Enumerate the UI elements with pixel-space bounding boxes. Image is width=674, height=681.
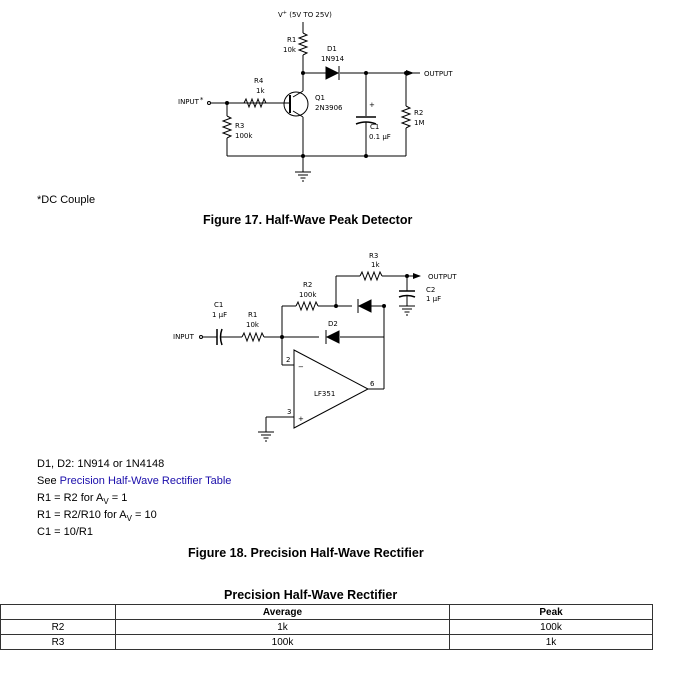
cell-peak: 1k <box>449 634 653 650</box>
pin-2: 2 <box>286 356 290 364</box>
r1-name: R1 <box>287 36 296 44</box>
table-header-row: Average Peak <box>0 604 653 620</box>
r4-name: R4 <box>254 77 264 85</box>
r2-resistor-18 <box>295 300 319 312</box>
header-empty <box>0 604 116 620</box>
input-label-18: INPUT <box>173 333 195 341</box>
r1-value-18: 10k <box>246 321 260 329</box>
diodes-note: D1, D2: 1N914 or 1N4148 <box>37 458 165 470</box>
q1-transistor <box>283 91 309 117</box>
vplus-label: V+ (5V TO 25V) <box>278 10 332 19</box>
input-label: INPUT* <box>178 96 204 106</box>
r3-name: R3 <box>235 122 244 130</box>
c1-note: C1 = 10/R1 <box>37 526 93 538</box>
opamp-minus: − <box>298 363 304 371</box>
pin-3: 3 <box>287 408 291 416</box>
r1-name-18: R1 <box>248 311 257 319</box>
d1-name: D1 <box>327 45 337 53</box>
gain-10-note: R1 = R2/R10 for AV = 10 <box>37 509 157 524</box>
r2-name: R2 <box>414 109 423 117</box>
c1-name: C1 <box>370 123 379 131</box>
opamp-plus: + <box>298 415 304 423</box>
q1-name: Q1 <box>315 94 325 102</box>
pin-6: 6 <box>370 380 375 388</box>
fig17-caption: Figure 17. Half-Wave Peak Detector <box>203 213 413 227</box>
c2-value: 1 µF <box>426 295 441 303</box>
figure-18-schematic: R3 1k OUTPUT C2 1 µF R2 100k C1 1 µF R1 … <box>173 252 457 442</box>
d1-diode <box>325 66 340 80</box>
output-label: OUTPUT <box>424 70 453 78</box>
r3-value-18: 1k <box>371 261 380 269</box>
d1-diode-18 <box>357 299 372 313</box>
row-label: R2 <box>0 619 116 635</box>
r1-resistor <box>297 32 309 56</box>
r2-value: 1M <box>414 119 425 127</box>
r2-name-18: R2 <box>303 281 312 289</box>
see-table-note: See Precision Half-Wave Rectifier Table <box>37 475 232 487</box>
table-link[interactable]: Precision Half-Wave Rectifier Table <box>59 475 232 487</box>
r3-value: 100k <box>235 132 253 140</box>
c2-name: C2 <box>426 286 435 294</box>
r3-name-18: R3 <box>369 252 378 260</box>
d1-value: 1N914 <box>321 55 345 63</box>
table-title: Precision Half-Wave Rectifier <box>224 588 398 602</box>
header-peak: Peak <box>449 604 653 620</box>
r4-value: 1k <box>256 87 265 95</box>
d2-diode <box>325 330 340 344</box>
lf351-opamp <box>293 349 370 429</box>
c1-value-18: 1 µF <box>212 311 227 319</box>
c1-plus: + <box>369 101 375 109</box>
r1-resistor-18 <box>241 331 265 343</box>
r1-value: 10k <box>283 46 297 54</box>
r3-resistor <box>221 115 233 139</box>
gain-1-note: R1 = R2 for AV = 1 <box>37 492 128 507</box>
c1-name-18: C1 <box>214 301 223 309</box>
d2-name: D2 <box>328 320 338 328</box>
cell-average: 1k <box>114 619 451 635</box>
header-average: Average <box>114 604 451 620</box>
c1-value: 0.1 µF <box>369 133 391 141</box>
output-label-18: OUTPUT <box>428 273 457 281</box>
figure-17-schematic: V+ (5V TO 25V) R1 10k D1 1N914 R4 1k Q1 … <box>178 10 453 182</box>
r2-resistor <box>400 105 412 129</box>
fig17-footnote: *DC Couple <box>37 194 96 206</box>
fig18-caption: Figure 18. Precision Half-Wave Rectifier <box>188 546 424 560</box>
rectifier-table: Average Peak R2 1k 100k R3 100k 1k <box>0 604 653 650</box>
r2-value-18: 100k <box>299 291 317 299</box>
r4-resistor <box>243 97 267 109</box>
table-row: R2 1k 100k <box>0 619 653 635</box>
table-row: R3 100k 1k <box>0 634 653 650</box>
cell-peak: 100k <box>449 619 653 635</box>
q1-value: 2N3906 <box>315 104 343 112</box>
cell-average: 100k <box>114 634 451 650</box>
row-label: R3 <box>0 634 116 650</box>
opamp-label: LF351 <box>314 390 335 398</box>
r3-resistor-18 <box>359 270 383 282</box>
